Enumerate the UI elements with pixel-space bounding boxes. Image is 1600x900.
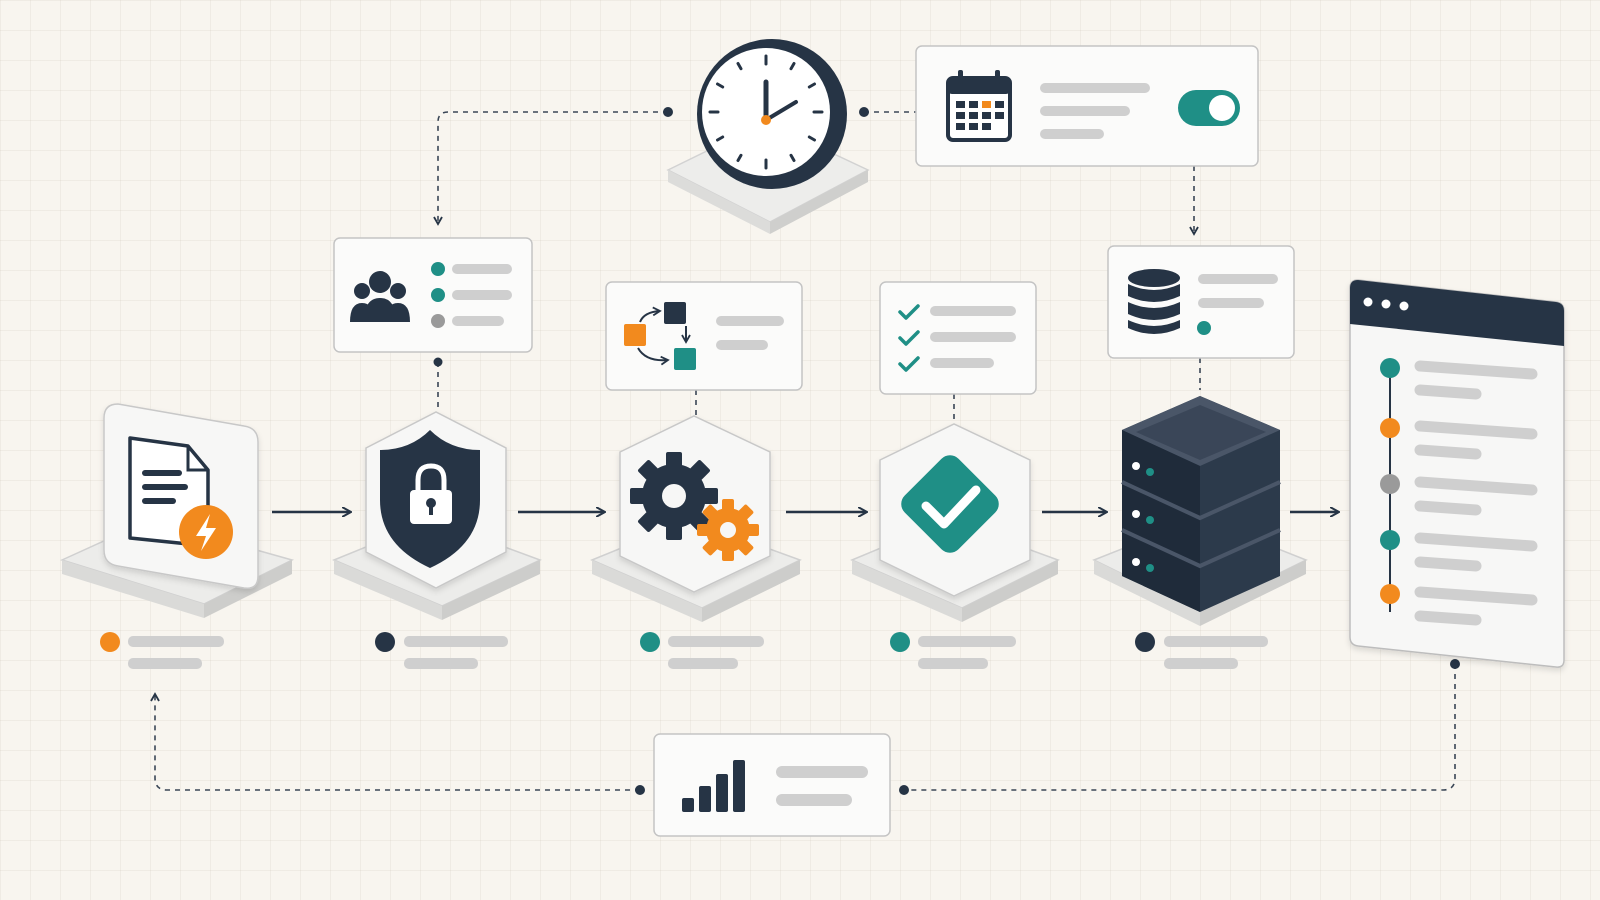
bar-chart-icon <box>682 760 745 812</box>
workflow-info-card <box>605 281 803 391</box>
connector-output-to-monitor <box>904 664 1456 791</box>
checkmark-diamond-icon <box>901 455 999 553</box>
clock-icon <box>697 39 847 189</box>
browser-titlebar <box>1350 280 1564 346</box>
status-legend-trigger <box>100 632 224 669</box>
checklist-icon <box>898 304 920 372</box>
database-info-card <box>1107 245 1295 359</box>
connector-clock-to-security <box>433 111 668 226</box>
server-stack-icon <box>1121 396 1281 612</box>
status-legend-storage <box>1135 632 1268 669</box>
stage-storage <box>1092 245 1308 669</box>
clock-ticks <box>708 54 824 170</box>
clock-minute-hand <box>764 100 798 122</box>
connector-monitor-to-trigger <box>150 692 640 791</box>
calendar-icon <box>946 70 1012 142</box>
shield-lock-icon <box>380 430 480 568</box>
security-info-card <box>333 237 533 353</box>
database-icon <box>1128 269 1180 334</box>
gears-icon <box>630 452 759 561</box>
scheduler-toggle[interactable] <box>1178 90 1240 126</box>
stage-trigger <box>59 403 295 669</box>
connector-endpoints <box>433 107 1460 795</box>
users-icon <box>350 271 410 322</box>
output-window <box>1349 279 1565 668</box>
workflow-icon <box>624 302 696 370</box>
clock-node <box>666 39 870 234</box>
scheduler-panel <box>915 45 1259 167</box>
monitoring-panel <box>653 733 891 837</box>
status-legend-processing <box>640 632 764 669</box>
status-legend-security <box>375 632 508 669</box>
status-legend-validation <box>890 632 1016 669</box>
browser-window-icon <box>1363 297 1409 311</box>
timeline-items <box>1380 358 1538 626</box>
stage-processing <box>590 281 803 669</box>
stage-validation <box>850 281 1060 669</box>
stage-security <box>332 237 542 669</box>
dashed-connectors <box>150 111 1456 791</box>
document-lightning-icon <box>128 436 233 559</box>
checklist-info-card <box>879 281 1037 395</box>
